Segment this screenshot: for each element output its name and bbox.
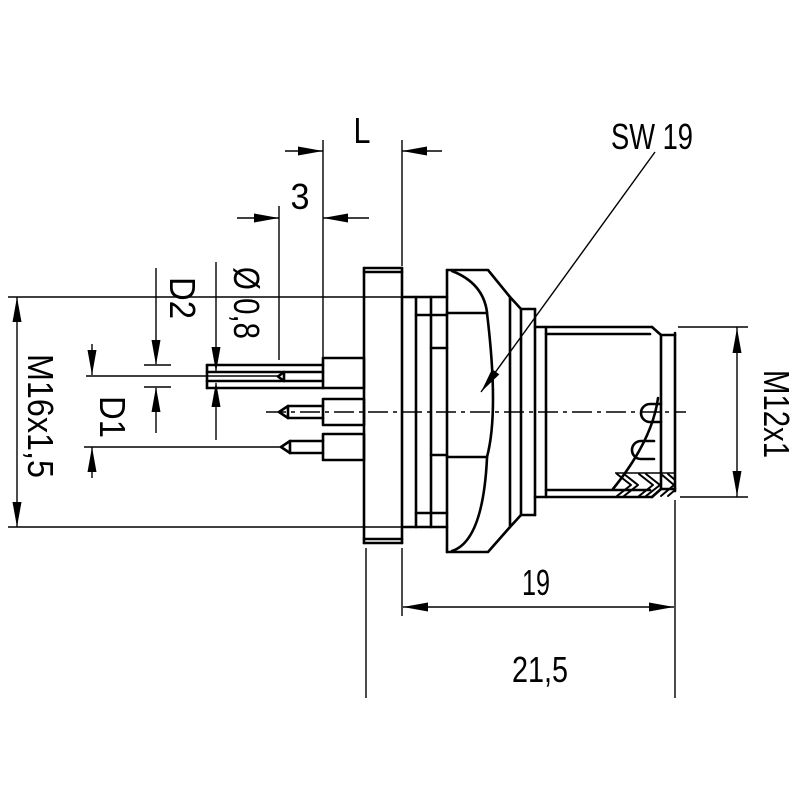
dimension-labels: L 3 SW 19 Ø 0,8 D2 D1 M16x1,5 M12x1 19 2… — [20, 110, 797, 690]
dim-label-21-5: 21,5 — [512, 649, 568, 690]
dim-label-diameter-0-8: Ø 0,8 — [226, 267, 267, 339]
seal-washer — [508, 295, 537, 529]
dim-label-m16x1-5: M16x1,5 — [20, 354, 61, 478]
threaded-barrel — [533, 325, 677, 499]
dim-label-m12x1: M12x1 — [756, 370, 797, 458]
leader-label-sw19: SW 19 — [611, 116, 693, 157]
section-hatching — [615, 472, 676, 497]
dim-label-d1: D1 — [92, 396, 133, 438]
dim-label-l: L — [354, 110, 371, 151]
solder-pin-contacts — [205, 356, 366, 462]
rear-locknut — [362, 266, 404, 545]
dim-label-d2: D2 — [162, 277, 203, 319]
hex-nut — [445, 268, 512, 554]
washer-stack — [402, 295, 449, 529]
face-contacts — [611, 396, 663, 491]
dim-label-19: 19 — [522, 562, 550, 603]
dim-label-3: 3 — [291, 176, 310, 217]
